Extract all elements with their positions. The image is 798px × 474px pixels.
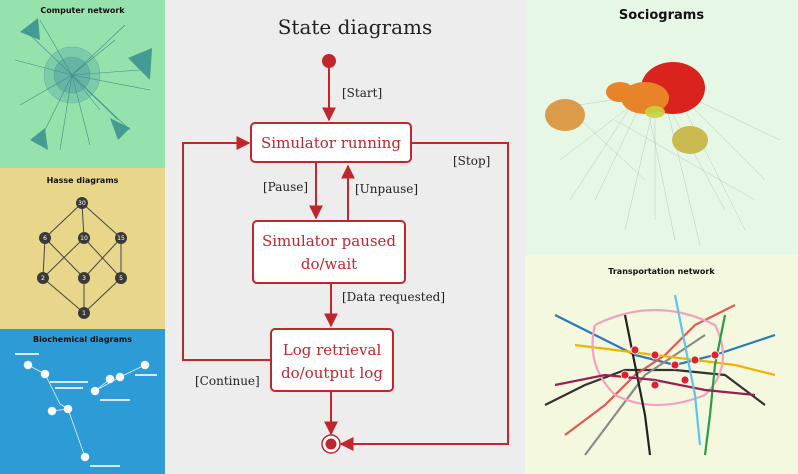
hasse-label-2: 2 (41, 275, 45, 282)
hasse-node-3 (78, 272, 90, 284)
computer-network-panel: Computer network (0, 0, 165, 168)
state-diagram-title: State diagrams (278, 15, 433, 39)
hasse-label-6: 6 (43, 235, 47, 242)
transportation-network-panel: Transportation network (525, 255, 798, 474)
hasse-node-15 (115, 232, 127, 244)
hasse-diagram-graphic: 30 6 10 15 2 3 5 1 (37, 197, 127, 319)
hasse-label-30: 30 (78, 200, 86, 207)
hasse-label-10: 10 (80, 235, 88, 242)
biochemical-diagram-title: Biochemical diagrams (33, 335, 132, 344)
sociogram-title: Sociograms (618, 8, 705, 23)
computer-network-graphic (14, 18, 152, 151)
state-simulator-paused-label: Simulator paused (262, 232, 396, 250)
hasse-node-6 (39, 232, 51, 244)
state-diagram-panel: State diagrams [Start] Simulator running… (165, 0, 525, 474)
stop-transition (339, 142, 509, 451)
computer-network-title: Computer network (40, 6, 125, 15)
hasse-node-30 (76, 197, 88, 209)
continue-label: [Continue] (195, 374, 260, 388)
biochemical-diagram-graphic (15, 353, 157, 467)
sociogram-graphic (544, 62, 781, 246)
initial-state (322, 54, 336, 68)
state-diagram: State diagrams [Start] Simulator running… (182, 15, 509, 454)
transportation-network-title: Transportation network (608, 267, 715, 276)
hasse-node-2 (37, 272, 49, 284)
sociogram-panel: Sociograms (525, 0, 798, 255)
hasse-label-3: 3 (82, 275, 86, 282)
hasse-label-1: 1 (82, 310, 86, 317)
start-label: [Start] (342, 86, 382, 100)
stop-label: [Stop] (453, 154, 490, 168)
hasse-diagram-panel: Hasse diagrams 30 6 (0, 168, 165, 329)
data-requested-label: [Data requested] (342, 290, 445, 304)
final-state-core (325, 438, 337, 450)
state-simulator-paused-activity: do/wait (301, 255, 357, 273)
biochemical-diagram-panel: Biochemical diagrams (0, 329, 165, 474)
hasse-node-1 (78, 307, 90, 319)
hasse-label-5: 5 (119, 275, 123, 282)
hasse-label-15: 15 (117, 235, 125, 242)
state-simulator-paused (252, 220, 406, 284)
continue-transition (182, 136, 271, 361)
hasse-node-10 (78, 232, 90, 244)
state-log-retrieval-activity: do/output log (281, 364, 383, 382)
unpause-label: [Unpause] (355, 182, 418, 196)
hasse-node-5 (115, 272, 127, 284)
hasse-diagram-title: Hasse diagrams (46, 176, 119, 185)
state-simulator-running-label: Simulator running (261, 134, 401, 152)
transportation-network-graphic (544, 294, 776, 456)
state-log-retrieval-label: Log retrieval (283, 341, 382, 359)
pause-label: [Pause] (263, 180, 308, 194)
